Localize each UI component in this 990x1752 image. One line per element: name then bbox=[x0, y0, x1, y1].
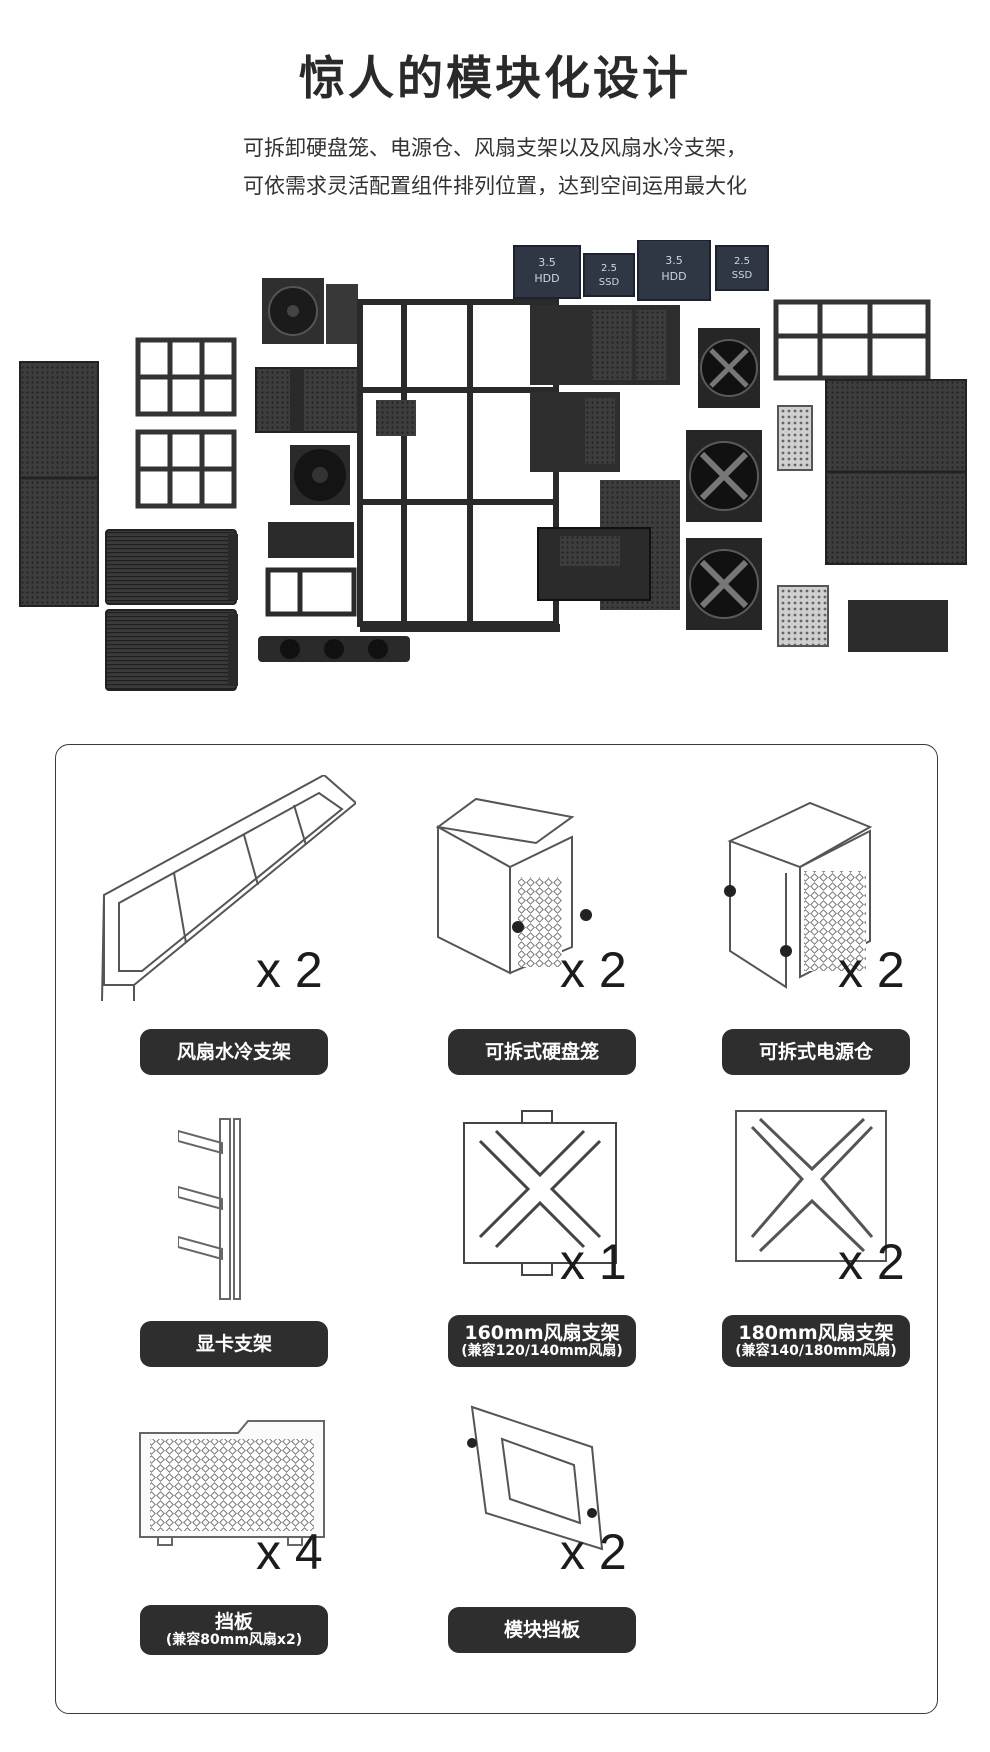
item-0-qty: x 2 bbox=[256, 942, 323, 998]
drive-0: 3.5 HDD bbox=[513, 245, 581, 299]
exploded-case-view: 3.5 HDD 2.5 SSD 3.5 HDD 2.5 SSD bbox=[19, 240, 967, 691]
drive-cage-icon bbox=[436, 797, 592, 975]
psu-frame bbox=[265, 567, 357, 617]
accessories-card: x 2 风扇水冷支架 x 2 可拆式硬盘笼 bbox=[55, 744, 938, 1714]
fan-bracket-160-icon bbox=[463, 1110, 617, 1276]
drive-1-bottom: SSD bbox=[599, 277, 620, 288]
item-5-label: 180mm风扇支架 (兼容140/180mm风扇) bbox=[722, 1315, 910, 1367]
drive-1-top: 2.5 bbox=[601, 263, 617, 274]
fan-bracket-top bbox=[135, 337, 237, 417]
item-2-label: 可拆式电源仓 bbox=[722, 1029, 910, 1075]
item-1-qty: x 2 bbox=[560, 942, 627, 998]
item-4-label-2: (兼容120/140mm风扇) bbox=[461, 1342, 623, 1359]
drive-cage-dark bbox=[255, 367, 359, 433]
item-2-label-1: 可拆式电源仓 bbox=[758, 1040, 873, 1063]
side-panel-right bbox=[825, 379, 967, 565]
item-5-qty: x 2 bbox=[838, 1234, 905, 1290]
drive-0-top: 3.5 bbox=[538, 256, 556, 269]
fan-right-2 bbox=[686, 430, 762, 522]
cover-plate-icon bbox=[139, 1420, 325, 1546]
subtitle-line-1: 可拆卸硬盘笼、电源仓、风扇支架以及风扇水冷支架， bbox=[243, 136, 747, 160]
item-7-qty: x 2 bbox=[560, 1524, 627, 1580]
item-4-label-1: 160mm风扇支架 bbox=[464, 1321, 620, 1344]
module-plate-icon bbox=[467, 1405, 604, 1551]
drive-2-top: 3.5 bbox=[665, 254, 683, 267]
item-0-label-1: 风扇水冷支架 bbox=[176, 1040, 291, 1063]
drive-3-bottom: SSD bbox=[732, 270, 753, 281]
drive-3-top: 2.5 bbox=[734, 256, 750, 267]
cover-plate-small-2 bbox=[777, 585, 829, 647]
fan-right-1 bbox=[698, 328, 760, 408]
fan-bracket-180-icon bbox=[735, 1110, 887, 1262]
psu-box bbox=[268, 522, 354, 558]
item-2-qty: x 2 bbox=[838, 942, 905, 998]
item-7-label-1: 模块挡板 bbox=[503, 1618, 580, 1641]
item-5-label-2: (兼容140/180mm风扇) bbox=[735, 1342, 897, 1359]
psu-unit bbox=[848, 600, 948, 652]
item-1-label-1: 可拆式硬盘笼 bbox=[484, 1040, 599, 1063]
main-chassis bbox=[357, 299, 559, 627]
case-fan-small bbox=[290, 445, 350, 505]
fan-bracket-right bbox=[773, 299, 931, 381]
fan-bracket-mid bbox=[135, 429, 237, 509]
item-6-label-1: 挡板 bbox=[214, 1610, 253, 1633]
drive-3: 2.5 SSD bbox=[715, 245, 769, 291]
item-4-label: 160mm风扇支架 (兼容120/140mm风扇) bbox=[448, 1315, 636, 1367]
item-4-qty: x 1 bbox=[560, 1234, 627, 1290]
radiator-bottom bbox=[105, 609, 238, 691]
item-6-label: 挡板 (兼容80mm风扇x2) bbox=[140, 1605, 328, 1655]
item-5-label-1: 180mm风扇支架 bbox=[738, 1321, 894, 1344]
chassis-vent bbox=[376, 400, 416, 436]
drive-0-bottom: HDD bbox=[534, 272, 559, 285]
radiator-bracket-icon bbox=[101, 775, 356, 1002]
item-3-label-1: 显卡支架 bbox=[195, 1332, 272, 1355]
item-3-label: 显卡支架 bbox=[140, 1321, 328, 1367]
item-7-label: 模块挡板 bbox=[448, 1607, 636, 1653]
item-1-label: 可拆式硬盘笼 bbox=[448, 1029, 636, 1075]
gpu-bracket-icon bbox=[178, 1118, 241, 1300]
side-panel-left bbox=[19, 361, 99, 607]
fan-tray bbox=[258, 636, 410, 662]
fan-right-3 bbox=[686, 538, 762, 630]
item-0-label: 风扇水冷支架 bbox=[140, 1029, 328, 1075]
item-6-qty: x 4 bbox=[256, 1524, 323, 1580]
drive-1: 2.5 SSD bbox=[583, 253, 635, 297]
cover-plate-small bbox=[777, 405, 813, 471]
subtitle-line-2: 可依需求灵活配置组件排列位置，达到空间运用最大化 bbox=[243, 174, 747, 198]
psu-with-fan bbox=[262, 278, 358, 344]
drive-2-bottom: HDD bbox=[661, 270, 686, 283]
psu-bay-icon bbox=[724, 801, 873, 989]
radiator-top bbox=[105, 529, 238, 605]
item-6-label-2: (兼容80mm风扇x2) bbox=[165, 1631, 303, 1648]
drive-2: 3.5 HDD bbox=[637, 240, 711, 301]
page-title: 惊人的模块化设计 bbox=[299, 51, 691, 105]
